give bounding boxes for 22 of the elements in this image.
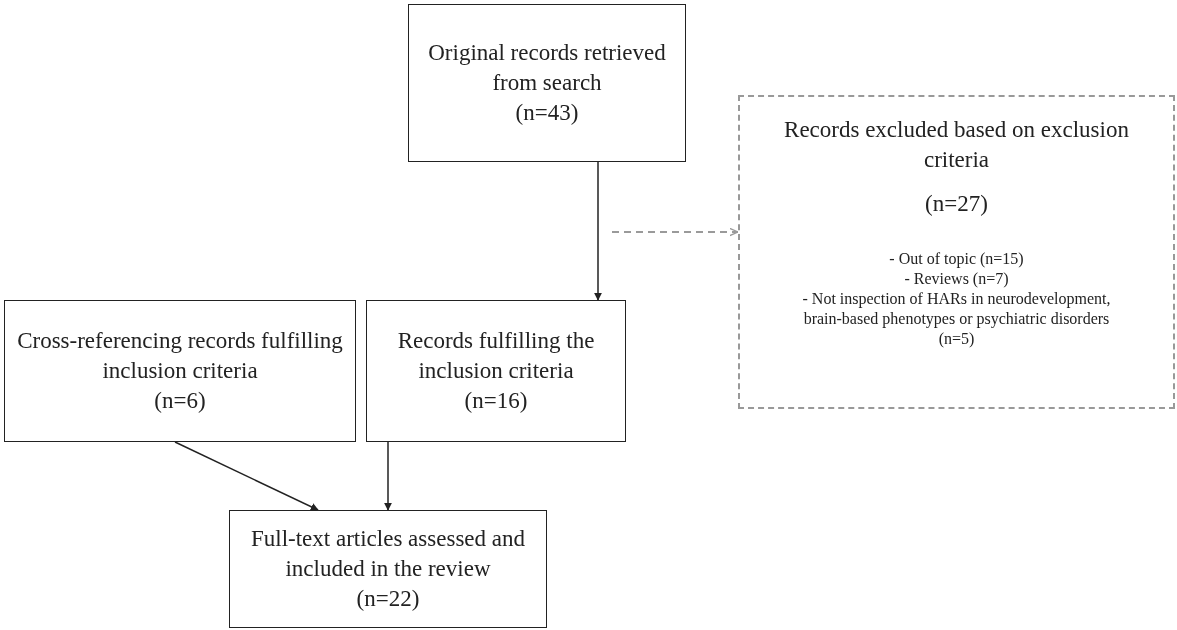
process-box bbox=[366, 300, 626, 442]
count-text: (n=43) bbox=[515, 98, 579, 127]
box-text: Records fulfilling the inclusion criteria bbox=[396, 327, 596, 386]
arrow bbox=[174, 441, 319, 511]
criteria-item: - Out of topic (n=15) bbox=[889, 248, 1024, 269]
box-text: Cross-referencing records fulfilling inclusion criteria bbox=[16, 327, 344, 386]
count-text: (n=6) bbox=[154, 386, 206, 415]
box-text: Records excluded based on exclusion criteria bbox=[783, 116, 1130, 174]
process-box bbox=[229, 510, 547, 628]
arrow bbox=[594, 161, 602, 301]
count-text: (n=16) bbox=[464, 386, 528, 415]
count-text: (n=22) bbox=[356, 584, 420, 613]
exclusion-box bbox=[738, 95, 1175, 409]
box-text: Original records retrieved from search bbox=[427, 39, 667, 98]
arrow bbox=[384, 441, 392, 511]
arrow bbox=[611, 227, 739, 237]
process-box bbox=[4, 300, 356, 442]
criteria-item: - Not inspection of HARs in neurodevelopment, brain-based phenotypes or psychiatric disorders (n=5) bbox=[801, 288, 1112, 349]
count-text: (n=27) bbox=[925, 189, 988, 218]
box-text: Full-text articles assessed and included in the review bbox=[250, 525, 526, 584]
process-box bbox=[408, 4, 686, 162]
criteria-item: - Reviews (n=7) bbox=[904, 268, 1009, 289]
